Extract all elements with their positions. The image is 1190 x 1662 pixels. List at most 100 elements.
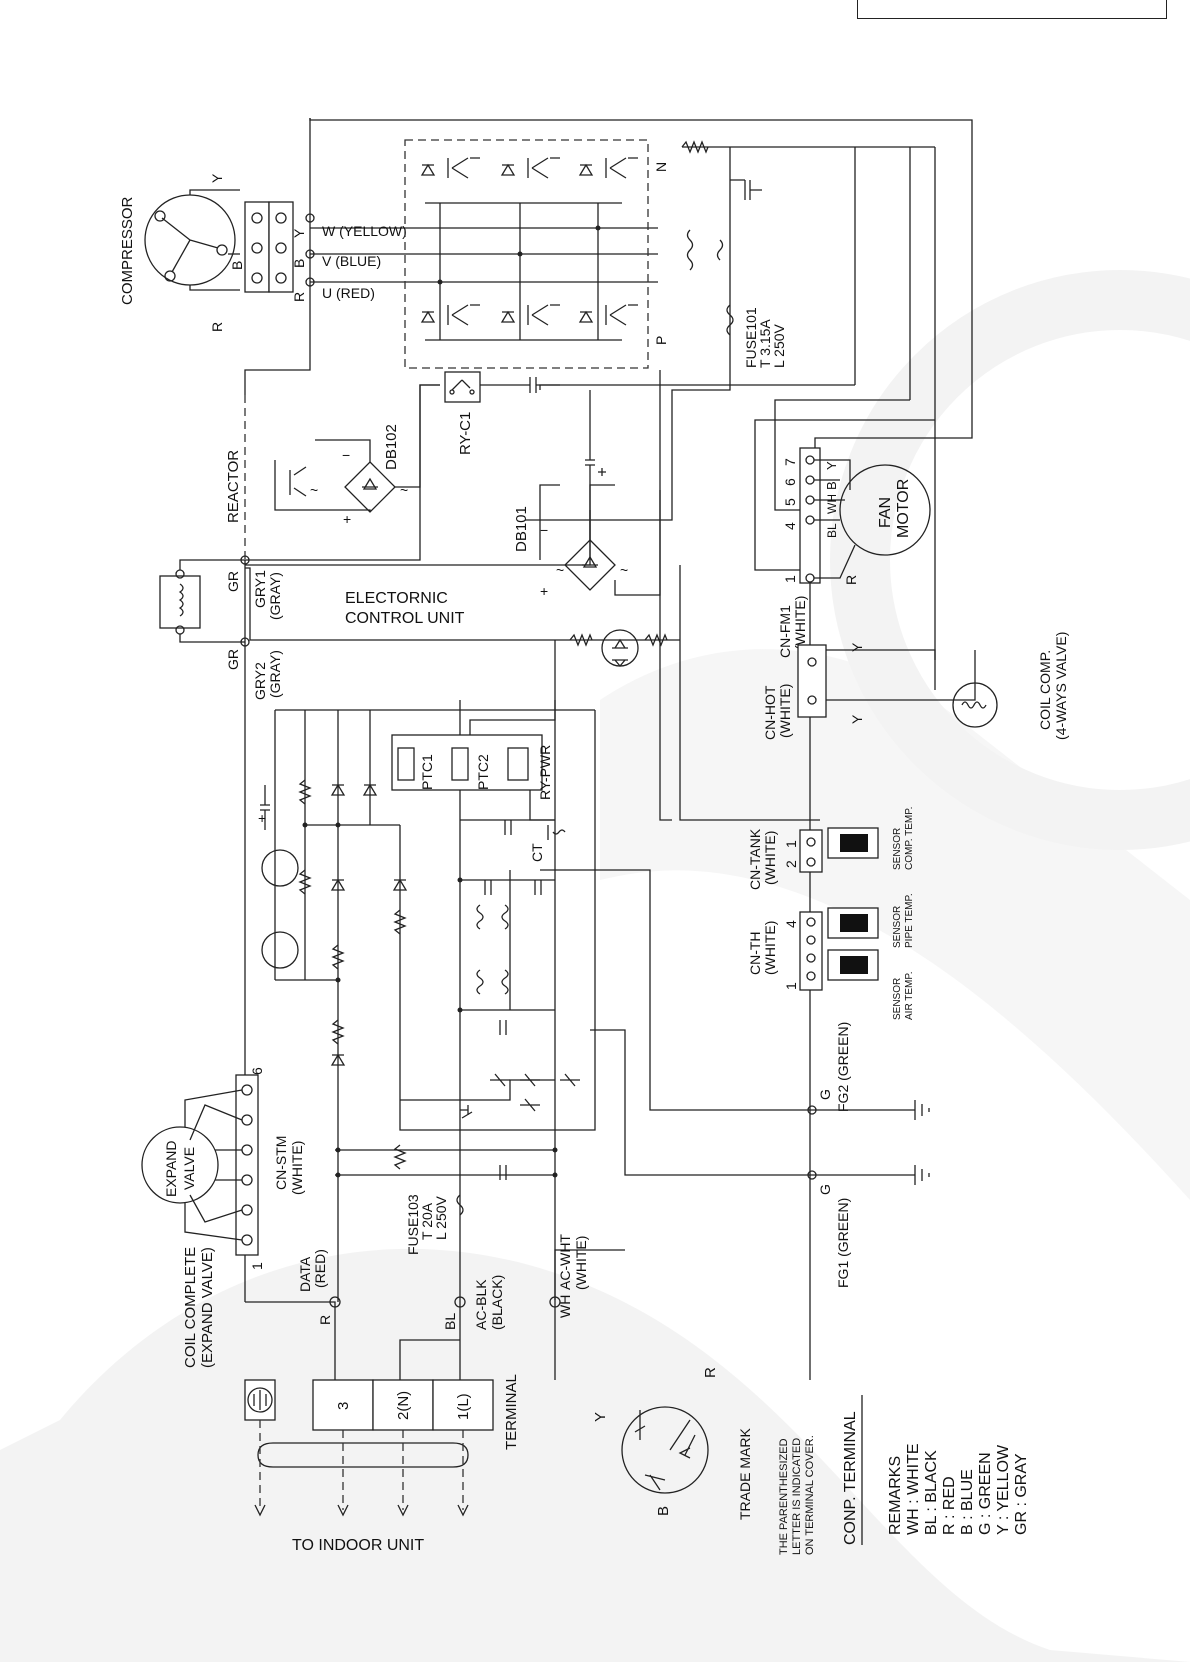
- pin-b-label: B: [291, 259, 307, 268]
- reactor-label: REACTOR: [225, 450, 242, 523]
- terminal-3: 3: [335, 1402, 352, 1410]
- ry-pwr-label: RY-PWR: [537, 745, 553, 800]
- sensor-connectors: CN-TANK (WHITE) 1 2 SENSOR COMP. TEMP. C…: [747, 807, 915, 1020]
- cn-th-air1: SENSOR: [892, 978, 903, 1020]
- fg1-g: G: [817, 1184, 833, 1195]
- pin-y-label: Y: [291, 228, 307, 238]
- cn-tank-sensor2: COMP. TEMP.: [904, 807, 915, 870]
- fuse101-voltage: L 250V: [771, 323, 787, 368]
- compressor-letter-y: Y: [209, 173, 225, 183]
- trade-mark: Y R B TRADE MARK THE PARENTHESIZED LETTE…: [592, 1367, 863, 1555]
- u-red-label: U (RED): [322, 285, 375, 301]
- reactor-section: REACTOR GR GR GRY1 (GRAY) GRY2 (GRAY) DB…: [159, 371, 660, 700]
- expand-valve-line2: VALVE: [181, 1147, 197, 1190]
- fg2-label: FG2 (GREEN): [835, 1022, 851, 1112]
- remark-bl: BL : BLACK: [923, 1450, 940, 1535]
- db102-plus: +: [343, 511, 351, 527]
- reactor-gray1: (GRAY): [267, 572, 283, 620]
- fan-pin-7: 7: [782, 458, 798, 466]
- header-box: [857, 0, 1167, 19]
- remark-wh: WH : WHITE: [905, 1443, 922, 1535]
- cn-tank-p1: 1: [783, 840, 799, 848]
- cn-th-color: (WHITE): [762, 921, 778, 975]
- remark-g: G : GREEN: [977, 1452, 994, 1535]
- inverter-module: N P FUSE101 T 3.15A L 250V: [404, 139, 787, 369]
- reactor-gry1: GRY1: [252, 570, 268, 608]
- watermark: [0, 270, 1190, 1662]
- cn-stm-p6: 6: [249, 1067, 265, 1075]
- cn-th-name: CN-TH: [747, 931, 763, 975]
- v-blue-label: V (BLUE): [322, 253, 381, 269]
- db102-ac2: ~: [400, 482, 408, 498]
- fan-wire-bl: BL: [825, 523, 839, 538]
- db101-ac2: ~: [620, 562, 628, 578]
- reactor-gr2: GR: [225, 649, 241, 670]
- data-label2: (RED): [312, 1249, 328, 1288]
- cn-hot: CN-HOT (WHITE) Y Y COIL COMP. (4-WAYS VA…: [762, 632, 1069, 740]
- ecu-line1: ELECTORNIC: [345, 590, 448, 607]
- ptc1-label: PTC1: [419, 754, 435, 790]
- cn-th-pipe2: PIPE TEMP.: [904, 893, 915, 948]
- cn-tank-sensor1: SENSOR: [892, 828, 903, 870]
- remark-y: Y : YELLOW: [995, 1444, 1012, 1535]
- cn-fm1-color: (WHITE): [792, 596, 808, 650]
- wire-labels: DATA (RED) R BL AC-BLK (BLACK) WH AC-WHT…: [297, 1234, 589, 1330]
- inverter-n: N: [653, 162, 669, 172]
- inverter-p: P: [653, 336, 669, 345]
- coil-complete-line1: COIL COMPLETE: [182, 1247, 199, 1368]
- remarks-title: REMARKS: [887, 1456, 904, 1535]
- tm-label: TRADE MARK: [737, 1428, 753, 1520]
- db101-plus: +: [540, 583, 548, 599]
- cn-stm-name: CN-STM: [273, 1136, 289, 1190]
- db102-label: DB102: [383, 424, 400, 470]
- fan-motor: FAN MOTOR 7 6 5 4 1 Y B WH BL R CN-FM1 (…: [777, 447, 931, 658]
- coil-comp-line1: COIL COMP.: [1037, 650, 1053, 730]
- ptc-section: PTC1 PTC2 RY-PWR CT: [391, 700, 566, 895]
- db101-section: DB101 − + ~ ~ ELECTORNIC CONTROL UNIT: [345, 390, 668, 668]
- db102-minus: −: [342, 447, 350, 463]
- coil-complete-line2: (EXPAND VALVE): [199, 1247, 216, 1368]
- conp-terminal: CONP. TERMINAL: [842, 1411, 859, 1545]
- w-yellow-label: W (YELLOW): [322, 223, 407, 239]
- fan-wire-b: B: [824, 481, 839, 490]
- fuse101-name: FUSE101: [743, 307, 759, 368]
- cn-fm1-name: CN-FM1: [777, 605, 793, 658]
- cn-th-air2: AIR TEMP.: [904, 971, 915, 1020]
- cn-hot-y2: Y: [849, 714, 865, 724]
- db101-minus: −: [540, 522, 548, 538]
- to-indoor-unit: TO INDOOR UNIT: [292, 1537, 424, 1554]
- tm-note2: LETTER IS INDICATED: [791, 1438, 803, 1555]
- remark-r: R : RED: [941, 1476, 958, 1535]
- fuse101-rating: T 3.15A: [757, 319, 773, 368]
- cn-tank-p2: 2: [783, 860, 799, 868]
- fan-pin-4: 4: [782, 522, 798, 530]
- remarks: REMARKS WH : WHITE BL : BLACK R : RED B …: [887, 1443, 1030, 1535]
- cap-plus: +: [258, 810, 266, 826]
- reactor-gr1: GR: [225, 571, 241, 592]
- ground-fg2: G FG2 (GREEN): [807, 1022, 930, 1120]
- remark-gr: GR : GRAY: [1013, 1453, 1030, 1535]
- wire-bl: BL: [442, 1313, 458, 1330]
- data-label1: DATA: [297, 1256, 313, 1292]
- cn-th-p1: 1: [783, 982, 799, 990]
- fan-pin-1: 1: [782, 575, 798, 583]
- terminal-label: TERMINAL: [503, 1374, 520, 1450]
- compressor-title: COMPRESSOR: [119, 196, 136, 305]
- cn-hot-color: (WHITE): [777, 684, 793, 738]
- cn-tank-color: (WHITE): [762, 831, 778, 885]
- tm-note1: THE PARENTHESIZED: [778, 1438, 790, 1555]
- fan-wire-r: R: [843, 575, 859, 585]
- fg2-g: G: [817, 1089, 833, 1100]
- cn-stm-color: (WHITE): [289, 1141, 305, 1195]
- acblk-label1: AC-BLK: [473, 1279, 489, 1330]
- fuse103-voltage: L 250V: [433, 1195, 449, 1240]
- compressor-letter-r: R: [209, 322, 225, 332]
- terminal-1l: 1(L): [455, 1393, 472, 1420]
- terminal-2n: 2(N): [395, 1391, 412, 1420]
- compressor-letter-b: B: [229, 261, 245, 270]
- fan-wire-y: Y: [824, 461, 839, 470]
- reactor-gray2: (GRAY): [267, 650, 283, 698]
- ry-c1-label: RY-C1: [457, 412, 474, 455]
- fan-motor-line2: MOTOR: [895, 479, 912, 538]
- fg1-label: FG1 (GREEN): [835, 1198, 851, 1288]
